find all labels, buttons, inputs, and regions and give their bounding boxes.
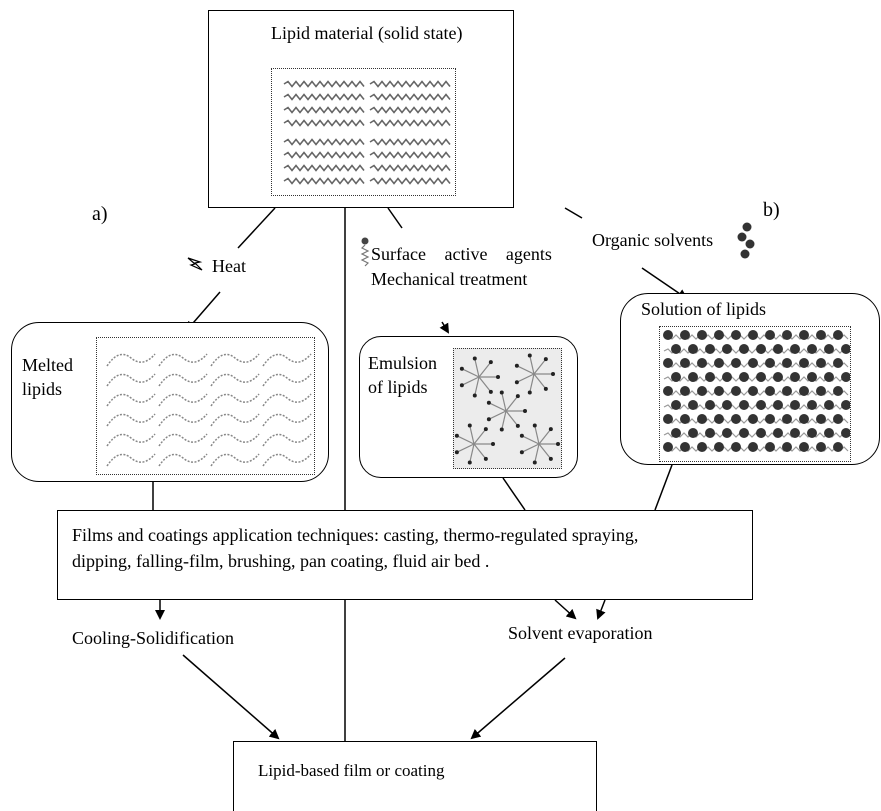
solution-title: Solution of lipids	[641, 299, 767, 319]
result-box: Lipid-based film or coating	[233, 741, 597, 811]
line-emulsion-to-techniques	[502, 477, 526, 511]
arrow-to-evaporation-2	[596, 599, 606, 620]
surfactant-icon	[360, 237, 370, 267]
arrow-evaporation-to-result	[470, 657, 566, 740]
melted-lipid-image	[96, 337, 315, 475]
lipid-solid-box: Lipid material (solid state)	[208, 10, 514, 208]
mechanical-label: Mechanical treatment	[371, 269, 528, 289]
emulsion-box: Emulsion of lipids	[359, 336, 578, 478]
evaporation-label: Solvent evaporation	[508, 623, 653, 643]
line-solution-to-techniques	[654, 464, 673, 511]
arrow-to-evaporation-1	[554, 599, 577, 620]
solid-lipid-image	[271, 68, 456, 196]
solvent-molecules-icon	[737, 222, 755, 259]
lightning-icon	[187, 257, 203, 271]
melted-label-2: lipids	[22, 379, 63, 399]
emulsion-label-2: of lipids	[368, 377, 428, 397]
solution-particles	[663, 330, 850, 452]
organic-solvents-label: Organic solvents	[592, 230, 714, 250]
heat-label: Heat	[212, 256, 246, 276]
techniques-box: Films and coatings application technique…	[57, 510, 753, 600]
line-top-to-heat	[237, 207, 276, 249]
solution-box: Solution of lipids	[620, 293, 880, 465]
label-b: b)	[763, 199, 780, 221]
surface-agents-label: Surface active agents	[371, 244, 552, 264]
label-a: a)	[92, 203, 108, 225]
melted-lipids-box: Melted lipids	[11, 322, 329, 482]
techniques-line-2: dipping, falling-film, brushing, pan coa…	[72, 551, 490, 571]
emulsion-label-1: Emulsion	[368, 353, 438, 373]
line-top-to-solvents	[564, 207, 583, 219]
techniques-line-1: Films and coatings application technique…	[72, 525, 639, 545]
melted-lipid-chains	[106, 353, 312, 467]
solid-lipid-chains	[283, 80, 451, 185]
result-label: Lipid-based film or coating	[258, 761, 445, 780]
solution-image	[659, 326, 851, 462]
arrow-cooling-to-result	[182, 654, 280, 740]
arrow-to-emulsion	[439, 321, 450, 334]
emulsion-micelles	[454, 353, 560, 465]
emulsion-image	[453, 348, 562, 469]
cooling-label: Cooling-Solidification	[72, 628, 234, 648]
line-top-to-surface	[387, 207, 403, 229]
lipid-solid-title: Lipid material (solid state)	[271, 23, 463, 43]
melted-label-1: Melted	[22, 355, 73, 375]
